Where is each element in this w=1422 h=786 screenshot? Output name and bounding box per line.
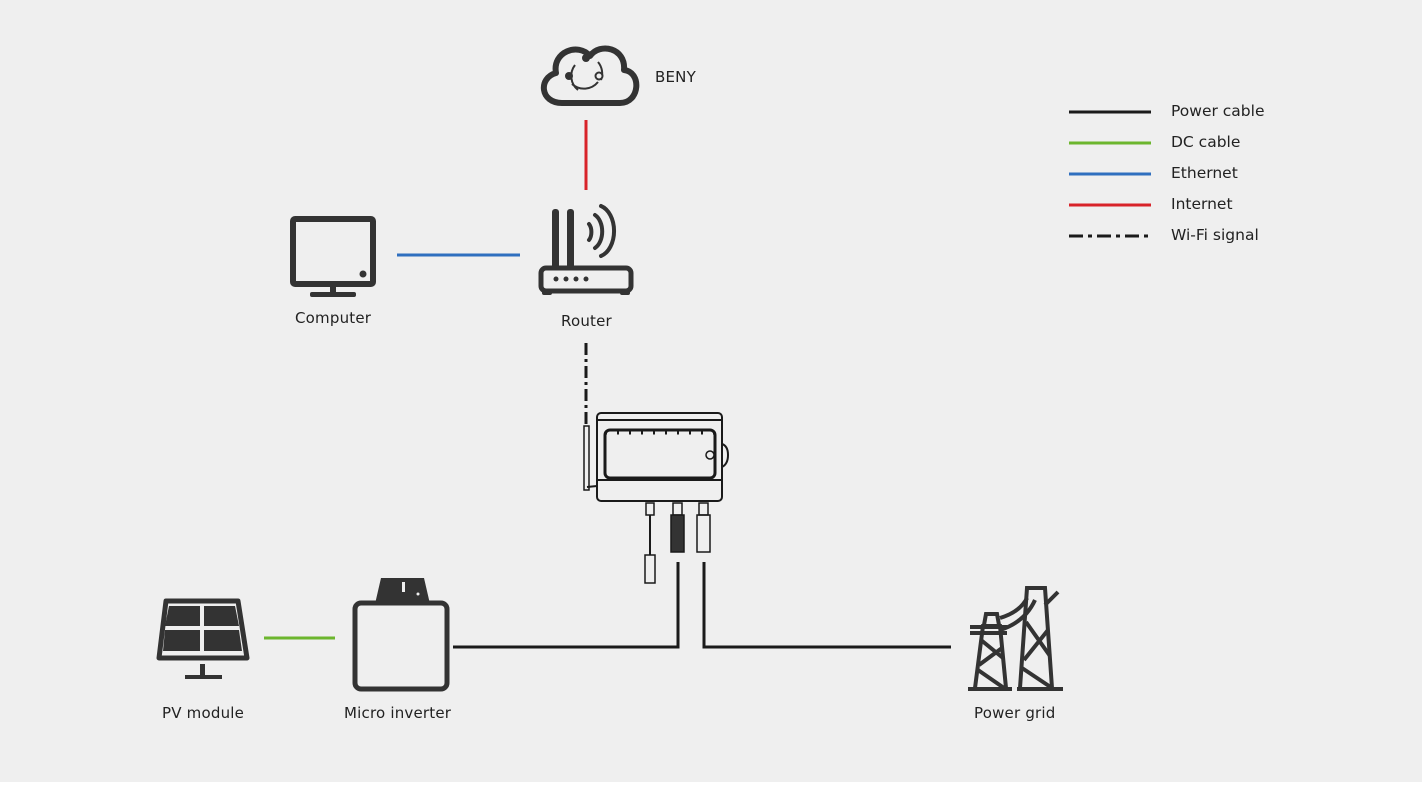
micro-inverter-label: Micro inverter — [344, 704, 452, 722]
power-grid-label: Power grid — [974, 704, 1056, 722]
legend-item-power-cable: Power cable — [1171, 102, 1265, 120]
monitor-icon — [290, 216, 376, 297]
power-cable-grid-line — [702, 562, 951, 649]
power-cable-inverter-line — [453, 562, 680, 649]
pv-module-label: PV module — [162, 704, 245, 722]
controller-device-icon — [583, 412, 730, 584]
legend-item-dc-cable: DC cable — [1171, 133, 1241, 151]
micro-inverter-icon — [352, 578, 450, 692]
legend-item-internet: Internet — [1171, 195, 1233, 213]
cloud-icon — [540, 45, 640, 106]
legend-swatches — [1069, 110, 1151, 238]
legend-item-wifi-signal: Wi-Fi signal — [1171, 226, 1259, 244]
router-icon — [538, 204, 634, 295]
legend-item-ethernet: Ethernet — [1171, 164, 1238, 182]
router-label: Router — [561, 312, 612, 330]
solar-panel-icon — [156, 598, 250, 679]
cloud-label: BENY — [655, 68, 696, 86]
computer-label: Computer — [295, 309, 372, 327]
power-tower-icon — [968, 586, 1063, 691]
